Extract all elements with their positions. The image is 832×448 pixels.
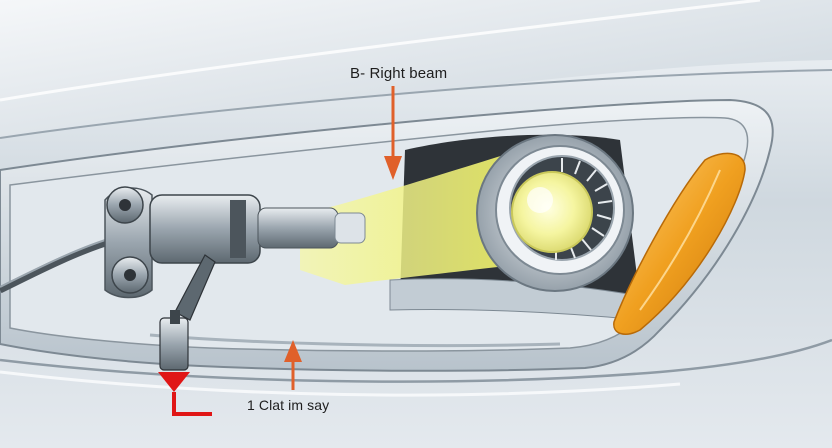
- callout-label-bottom: 1 Clat im say: [247, 397, 330, 413]
- red-triangle-marker: [158, 372, 190, 392]
- red-marker: [158, 372, 212, 416]
- red-bracket-line: [172, 392, 212, 416]
- bumper-crease: [0, 338, 832, 383]
- bulb-stem: [257, 207, 339, 249]
- bulb-lens: [511, 171, 593, 253]
- bracket-bolt-top-hole: [119, 199, 131, 211]
- adjuster-rod: [174, 254, 216, 321]
- hood-panel: [0, 0, 832, 138]
- hood-crease: [0, 0, 761, 102]
- amber-side-marker: [613, 152, 746, 335]
- wire-cable: [0, 236, 116, 294]
- wire-cable-highlight: [0, 236, 116, 288]
- bulb-assembly: [0, 186, 366, 371]
- lower-trim: [149, 333, 561, 348]
- callout-label-top: B- Right beam: [350, 65, 448, 82]
- hood-shadow-line: [0, 69, 832, 139]
- amber-marker-edge: [639, 169, 721, 311]
- callout-arrow-top: [384, 86, 402, 180]
- callout-arrow-bottom: [284, 340, 302, 390]
- adjuster-clip: [159, 317, 189, 371]
- bulb-stem-tip: [334, 212, 366, 244]
- bulb-socket-band: [230, 200, 246, 258]
- bracket-bolt-bottom-hole: [124, 269, 136, 281]
- bulb-highlight: [527, 187, 553, 213]
- bumper-highlight: [0, 370, 681, 397]
- adjuster-cap: [170, 310, 180, 324]
